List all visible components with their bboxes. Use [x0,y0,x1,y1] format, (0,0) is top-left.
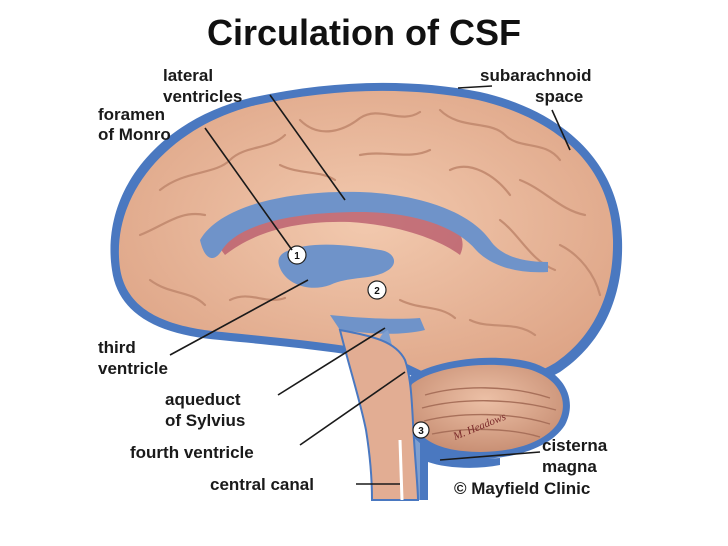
cisterna-magna-region [420,440,500,500]
marker-3: 3 [412,421,430,439]
svg-text:1: 1 [294,251,300,262]
label-fourth-ventricle: fourth ventricle [130,443,254,462]
brainstem [338,328,420,501]
label-third-ventricle: third ventricle [98,338,168,378]
label-subarachnoid-space: subarachnoid space [480,66,596,106]
marker-2: 2 [367,280,387,300]
cerebellum [408,364,563,452]
lateral-ventricle [200,191,548,273]
page-title: Circulation of CSF [207,12,521,53]
leader-lines [169,85,571,485]
aqueduct-pathway [330,315,425,334]
svg-text:2: 2 [374,286,380,297]
copyright-notice: © Mayfield Clinic [454,479,590,498]
marker-1: 1 [287,245,307,265]
label-central-canal: central canal [210,475,314,494]
third-ventricle [278,244,395,288]
label-lateral-ventricles: lateral ventricles [163,66,242,106]
central-canal [398,439,404,501]
cerebrum [118,90,614,384]
gyri-folds [138,108,602,337]
label-cisterna-magna: cisterna magna [542,436,612,476]
cerebellum-folia [421,387,557,438]
label-aqueduct-of-sylvius: aqueduct of Sylvius [165,390,245,430]
svg-text:3: 3 [418,426,424,437]
label-foramen-of-monro: foramen of Monro [98,105,171,144]
